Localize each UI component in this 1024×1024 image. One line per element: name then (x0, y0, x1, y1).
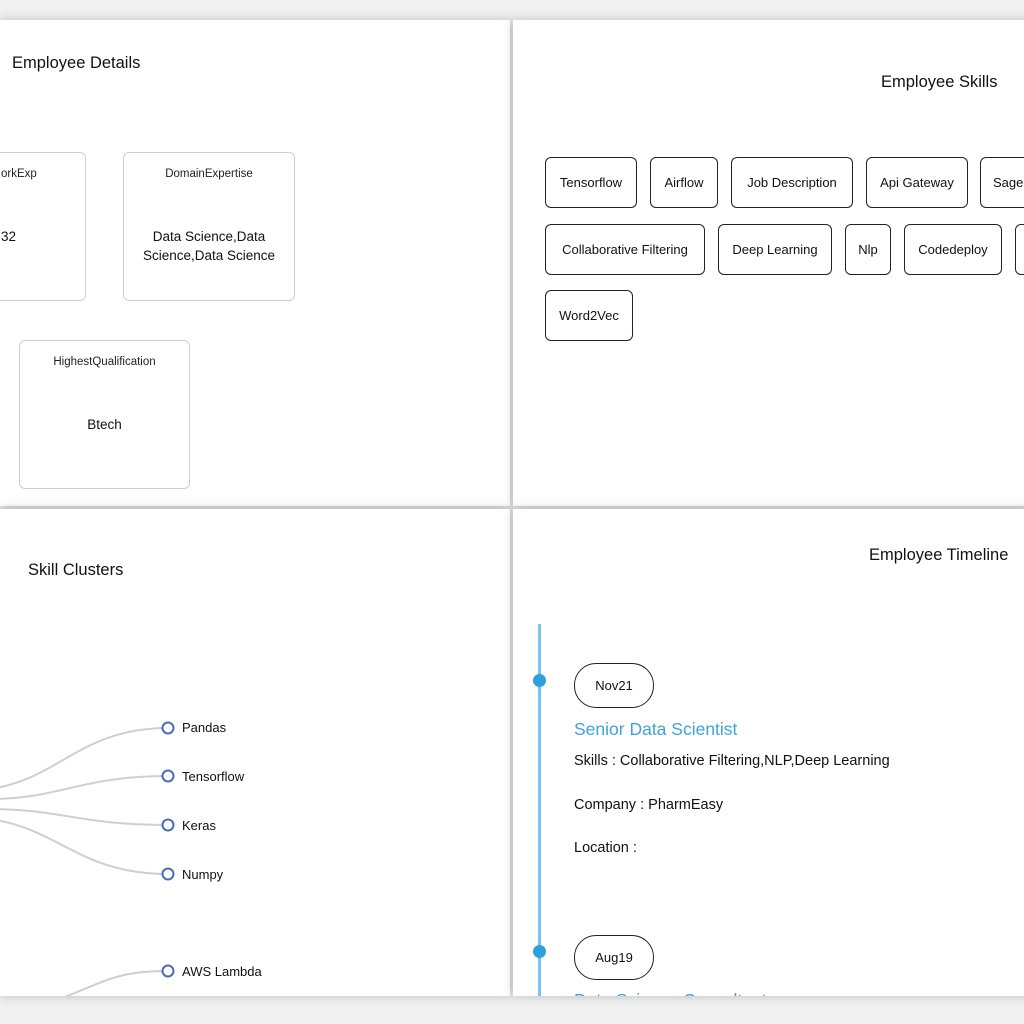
tree-node-tensorflow (161, 769, 175, 783)
timeline-location: Location : (574, 840, 637, 856)
skill-chip-deep-learning[interactable]: Deep Learning (718, 224, 832, 275)
highest-qualification-card: HighestQualification Btech (19, 340, 190, 489)
tree-label-keras: Keras (182, 818, 216, 833)
domain-expertise-value: Data Science,Data Science,Data Science (142, 229, 276, 263)
timeline-date-pill: Aug19 (574, 935, 654, 980)
timeline-company: Company : PharmEasy (574, 797, 724, 813)
skill-chip-collaborative-filtering[interactable]: Collaborative Filtering (545, 224, 705, 275)
employee-details-title: Employee Details (12, 54, 141, 72)
employee-timeline-panel: Employee Timeline Nov21 Senior Data Scie… (513, 509, 1024, 996)
skill-chip-codedeploy[interactable]: Codedeploy (904, 224, 1002, 275)
timeline-skills: Skills : Collaborative Filtering,NLP,Dee… (574, 753, 890, 769)
tree-node-numpy (161, 867, 175, 881)
skill-chip-word2vec[interactable]: Word2Vec (545, 290, 633, 341)
tree-link-numpy (0, 819, 169, 875)
employee-skills-panel: Employee Skills Tensorflow Airflow Job D… (513, 20, 1024, 506)
skill-chip-api-gateway[interactable]: Api Gateway (866, 157, 968, 208)
timeline-date-pill: Nov21 (574, 663, 654, 708)
timeline-line (538, 624, 541, 996)
work-exp-card: orkExp 32 (0, 152, 86, 301)
tree-label-pandas: Pandas (182, 720, 227, 735)
timeline-dot (533, 674, 546, 687)
tree-link-aws-lambda (64, 970, 169, 996)
tree-label-tensorflow: Tensorflow (182, 769, 245, 784)
tree-label-numpy: Numpy (182, 867, 224, 882)
skill-chip-partial[interactable] (1015, 224, 1024, 275)
skill-chip-tensorflow[interactable]: Tensorflow (545, 157, 637, 208)
work-exp-label: orkExp (1, 168, 37, 180)
highest-qualification-value: Btech (87, 417, 122, 432)
tree-link-keras (0, 808, 169, 826)
timeline-dot (533, 945, 546, 958)
work-exp-value: 32 (1, 229, 17, 244)
timeline-role-title[interactable]: Senior Data Scientist (574, 719, 738, 739)
employee-timeline-title: Employee Timeline (869, 546, 1009, 564)
tree-link-pandas (0, 727, 169, 789)
employee-details-panel: Employee Details orkExp 32 DomainExperti… (0, 20, 510, 506)
timeline-role-title[interactable]: Data Science Consultant (574, 990, 767, 996)
skill-chip-airflow[interactable]: Airflow (650, 157, 718, 208)
skill-chip-nlp[interactable]: Nlp (845, 224, 891, 275)
skill-chip-job-description[interactable]: Job Description (731, 157, 853, 208)
domain-expertise-card: DomainExpertise Data Science,Data Scienc… (123, 152, 295, 301)
skill-cluster-tree: Pandas Tensorflow Keras Numpy AWS Lambda (0, 720, 262, 996)
employee-skills-title: Employee Skills (881, 73, 998, 91)
tree-link-tensorflow (0, 775, 169, 800)
tree-node-aws-lambda (161, 964, 175, 978)
skill-chip-sage[interactable]: Sage (980, 157, 1024, 208)
tree-node-pandas (161, 721, 175, 735)
domain-expertise-label: DomainExpertise (165, 168, 253, 180)
skill-clusters-title: Skill Clusters (28, 561, 124, 579)
skill-clusters-panel: Skill Clusters Pandas Tensorflow Keras N… (0, 509, 510, 996)
tree-node-keras (161, 818, 175, 832)
tree-label-aws-lambda: AWS Lambda (182, 964, 262, 979)
highest-qualification-label: HighestQualification (53, 356, 156, 368)
